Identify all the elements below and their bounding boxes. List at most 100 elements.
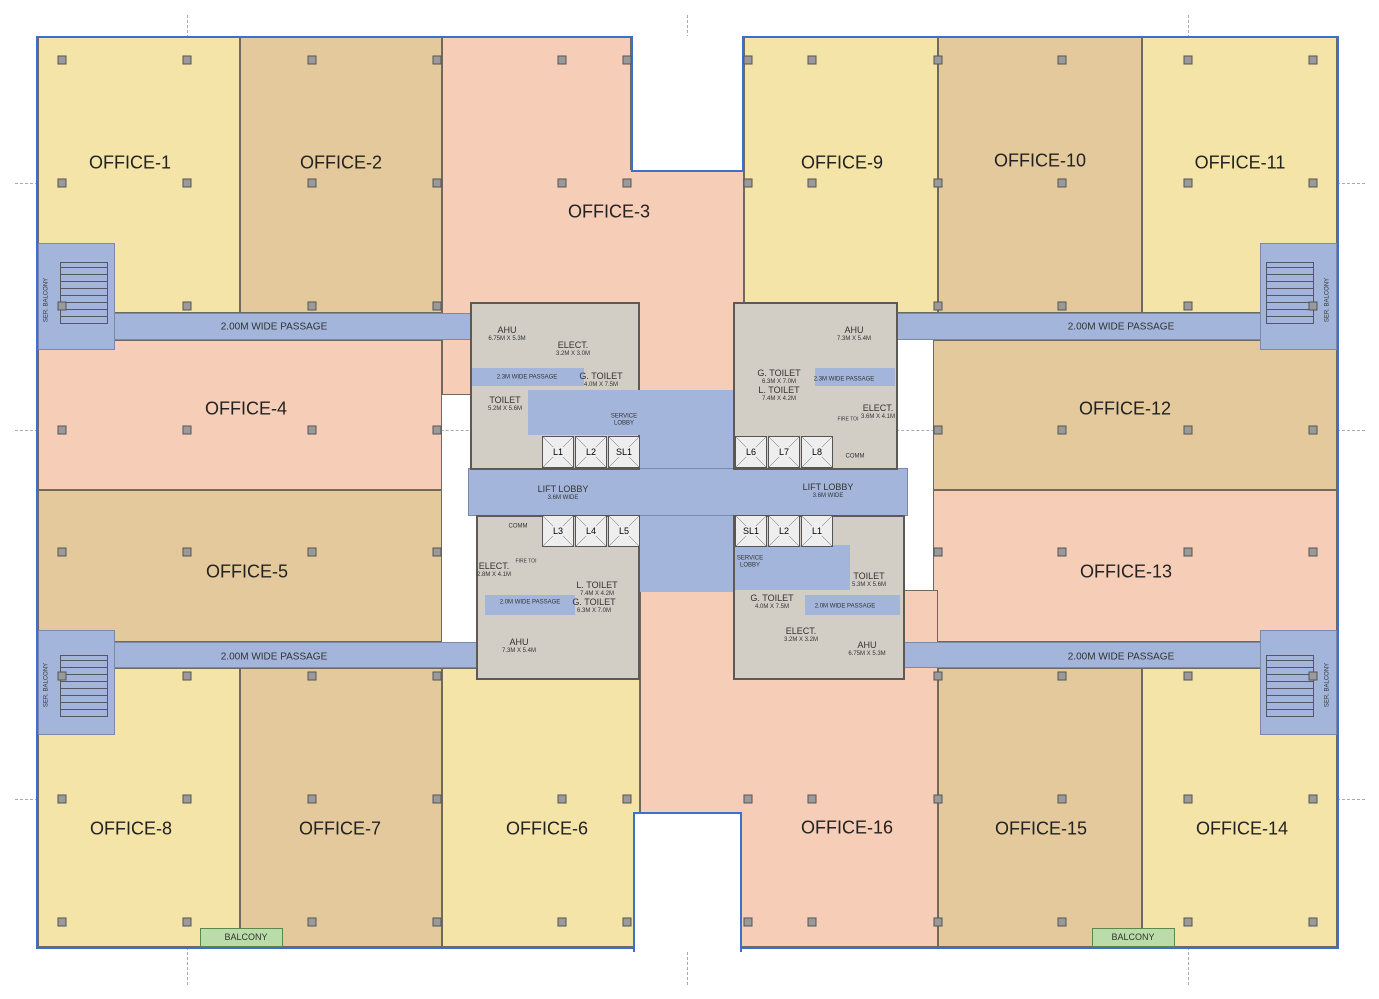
column-marker [1308, 794, 1318, 804]
column-marker [432, 425, 442, 435]
ser-balcony-label: SER. BALCONY [43, 662, 50, 708]
column-marker [57, 671, 67, 681]
column-marker [1308, 301, 1318, 311]
office-9[interactable] [744, 37, 938, 313]
stair-lobby [735, 545, 850, 590]
fire-room: FIRE TOI [515, 558, 537, 565]
column-marker [1183, 55, 1193, 65]
column-marker [182, 425, 192, 435]
column-marker [432, 178, 442, 188]
column-marker [1183, 671, 1193, 681]
lift-l1: L1 [542, 436, 574, 468]
office-12-label: OFFICE-12 [1078, 398, 1172, 419]
office-1-label: OFFICE-1 [88, 152, 172, 173]
office-2[interactable] [240, 37, 442, 313]
column-marker [1057, 917, 1067, 927]
lift-l6: L6 [735, 436, 767, 468]
stair-lobby [528, 390, 608, 435]
office-6[interactable] [442, 668, 640, 947]
column-marker [432, 917, 442, 927]
column-marker [432, 794, 442, 804]
balcony-left [200, 928, 283, 947]
column-marker [57, 547, 67, 557]
column-marker [432, 671, 442, 681]
column-marker [557, 794, 567, 804]
core-passage [815, 368, 895, 386]
office-3-label: OFFICE-3 [567, 201, 651, 222]
passage-label: 2.00M WIDE PASSAGE [1067, 321, 1175, 333]
column-marker [743, 55, 753, 65]
ser-balcony-label: SER. BALCONY [43, 277, 50, 323]
column-marker [933, 547, 943, 557]
office-16-label: OFFICE-16 [800, 817, 894, 838]
lift-l5: L5 [608, 515, 640, 547]
office-5[interactable] [38, 490, 442, 642]
passage-label: 2.00M WIDE PASSAGE [220, 321, 328, 333]
comm-room: COMM [508, 523, 528, 530]
column-marker [807, 794, 817, 804]
passage-label: 2.00M WIDE PASSAGE [1067, 651, 1175, 663]
column-marker [307, 425, 317, 435]
column-marker [1057, 671, 1067, 681]
column-marker [182, 55, 192, 65]
ser-balcony-label: SER. BALCONY [1324, 662, 1331, 708]
elect-room: ELECT.2.8M X 4.1M [476, 560, 512, 578]
column-marker [432, 301, 442, 311]
column-marker [807, 178, 817, 188]
column-marker [57, 917, 67, 927]
column-marker [933, 301, 943, 311]
office-15[interactable] [938, 668, 1142, 947]
office-12[interactable] [933, 340, 1337, 490]
service-lobby-label: SERVICE LOBBY [610, 413, 638, 426]
column-marker [1057, 547, 1067, 557]
office-11-label: OFFICE-11 [1194, 152, 1286, 173]
column-marker [622, 794, 632, 804]
core-passage-label: 2.0M WIDE PASSAGE [814, 603, 876, 610]
column-marker [1057, 794, 1067, 804]
elect-room: ELECT.3.6M X 4.1M [860, 402, 896, 420]
column-marker [1183, 794, 1193, 804]
column-marker [1308, 547, 1318, 557]
column-marker [307, 917, 317, 927]
column-marker [307, 547, 317, 557]
office-7[interactable] [240, 668, 442, 947]
office-14-label: OFFICE-14 [1195, 818, 1289, 839]
column-marker [557, 917, 567, 927]
lift-sl1: SL1 [608, 436, 640, 468]
office-8-label: OFFICE-8 [89, 818, 173, 839]
passage-label: 2.00M WIDE PASSAGE [220, 651, 328, 663]
office-7-label: OFFICE-7 [298, 818, 382, 839]
column-marker [1308, 55, 1318, 65]
office-6-label: OFFICE-6 [505, 818, 589, 839]
staircase [1266, 655, 1314, 717]
column-marker [1057, 55, 1067, 65]
office-13[interactable] [933, 490, 1337, 642]
lift-sl1-right: SL1 [735, 515, 767, 547]
column-marker [182, 301, 192, 311]
column-marker [622, 178, 632, 188]
column-marker [307, 301, 317, 311]
column-marker [1308, 425, 1318, 435]
core-passage-label: 2.0M WIDE PASSAGE [499, 599, 561, 606]
office-10[interactable] [938, 37, 1142, 313]
core-passage-label: 2.3M WIDE PASSAGE [813, 376, 875, 383]
column-marker [182, 178, 192, 188]
ser-balcony-label: SER. BALCONY [1324, 277, 1331, 323]
office-4-label: OFFICE-4 [204, 398, 288, 419]
column-marker [57, 301, 67, 311]
office-4[interactable] [38, 340, 442, 490]
column-marker [57, 794, 67, 804]
core-passage [472, 368, 584, 386]
column-marker [557, 55, 567, 65]
column-marker [933, 794, 943, 804]
staircase [60, 262, 108, 324]
column-marker [1183, 301, 1193, 311]
lift-lobby-band [468, 468, 908, 516]
column-marker [807, 55, 817, 65]
